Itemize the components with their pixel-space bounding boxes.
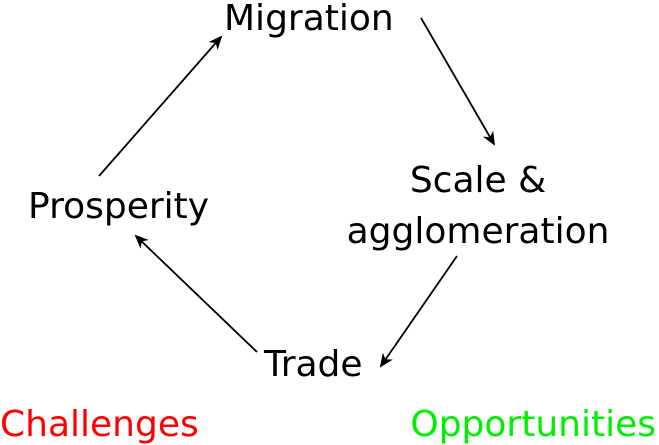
- arrow-prosperity-to-migration: [98, 35, 223, 177]
- node-migration: Migration: [224, 0, 394, 39]
- node-prosperity: Prosperity: [28, 186, 209, 227]
- node-scale-line1: Scale &: [410, 160, 546, 201]
- challenges-label: Challenges: [0, 404, 199, 445]
- arrow-trade-to-prosperity: [134, 234, 258, 353]
- arrow-migration-to-scale: [420, 17, 496, 146]
- node-trade: Trade: [263, 344, 363, 385]
- arrow-scale-to-trade: [379, 255, 458, 368]
- node-scale-line2: agglomeration: [347, 211, 610, 252]
- opportunities-label: Opportunities: [410, 404, 656, 445]
